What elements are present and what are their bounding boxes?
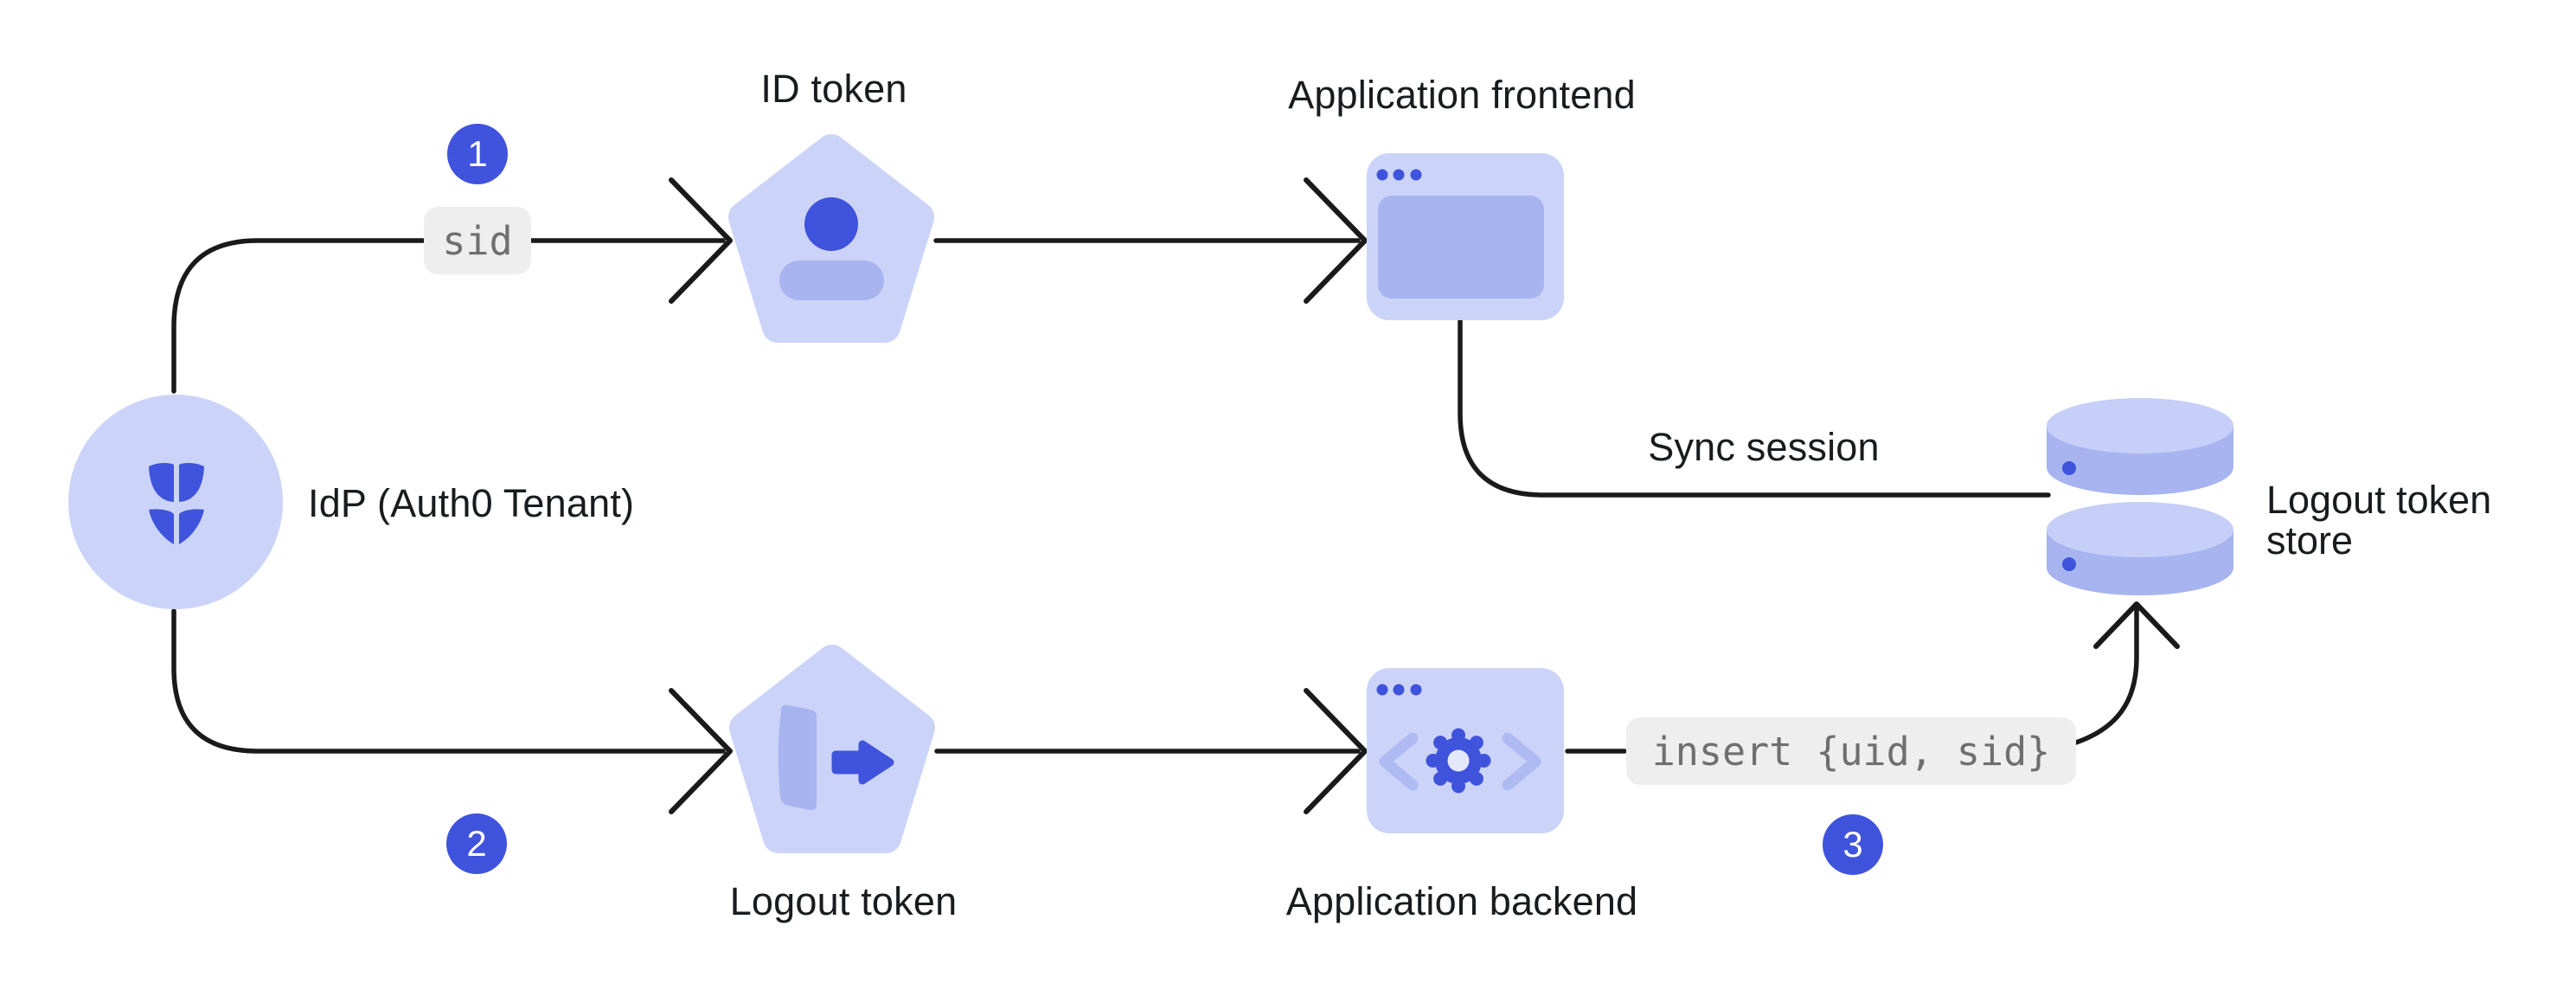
step-badge-3: 3 bbox=[1823, 814, 1883, 875]
sid-chip: sid bbox=[424, 207, 531, 274]
window-dots-icon bbox=[1376, 169, 1422, 181]
step-badge-1: 1 bbox=[447, 124, 508, 184]
store-label-line1: Logout token bbox=[2266, 478, 2492, 522]
arrowhead-logout-token bbox=[669, 688, 733, 814]
step-badge-2: 2 bbox=[446, 813, 507, 874]
frontend-node bbox=[1367, 153, 1564, 320]
angle-bracket-right-icon bbox=[1502, 732, 1541, 791]
database-icon bbox=[2047, 398, 2233, 595]
id-token-node bbox=[728, 134, 934, 343]
idp-node bbox=[68, 395, 283, 609]
backend-node bbox=[1367, 668, 1564, 833]
logout-icon bbox=[778, 704, 894, 811]
logout-token-pentagon bbox=[729, 645, 935, 853]
arrowhead-id-token bbox=[669, 177, 733, 304]
store-label: Logout token store bbox=[2266, 479, 2491, 561]
id-token-label: ID token bbox=[760, 67, 907, 111]
arrowhead-backend bbox=[1304, 688, 1368, 814]
store-node bbox=[2047, 398, 2233, 595]
store-label-line2: store bbox=[2266, 518, 2354, 562]
sync-session-label: Sync session bbox=[1648, 425, 1880, 469]
connectors bbox=[171, 177, 2180, 814]
angle-bracket-left-icon bbox=[1379, 732, 1419, 791]
edge-idp-to-id-token bbox=[171, 238, 726, 394]
logout-token-node bbox=[729, 645, 935, 853]
idp-label: IdP (Auth0 Tenant) bbox=[308, 481, 635, 525]
frontend-content-pane bbox=[1378, 196, 1544, 299]
backend-label: Application backend bbox=[1285, 879, 1638, 923]
logout-token-label: Logout token bbox=[729, 879, 958, 923]
frontend-label: Application frontend bbox=[1288, 73, 1636, 117]
user-icon bbox=[779, 197, 884, 300]
arrowhead-store bbox=[2093, 601, 2180, 649]
idp-circle bbox=[68, 395, 283, 609]
edge-frontend-to-store bbox=[1458, 318, 2051, 498]
edge-idp-to-logout-token bbox=[171, 608, 726, 754]
window-dots-icon bbox=[1376, 684, 1422, 696]
insert-chip: insert {uid, sid} bbox=[1626, 717, 2076, 785]
code-gear-icon bbox=[1379, 728, 1541, 794]
auth0-logo-icon bbox=[149, 463, 204, 544]
edge-insert-to-store bbox=[2073, 607, 2139, 745]
gear-icon bbox=[1426, 728, 1491, 794]
arrowhead-frontend bbox=[1304, 177, 1368, 304]
